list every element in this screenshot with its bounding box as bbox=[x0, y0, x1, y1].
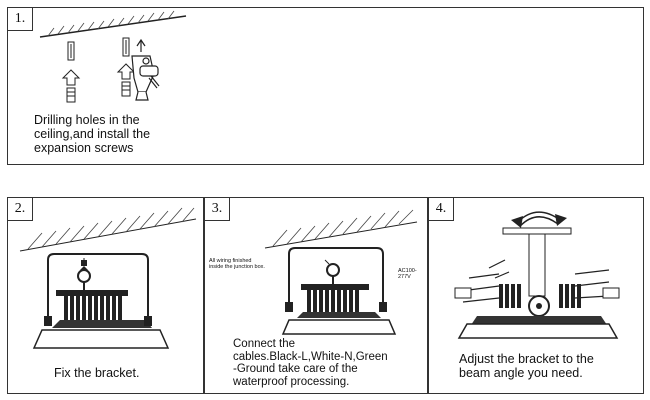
step-1-number: 1. bbox=[8, 8, 33, 31]
step-4-caption: Adjust the bracket to the beam angle you… bbox=[459, 352, 594, 380]
step-4-panel: 4. Adjust the bracket to the beam angle … bbox=[428, 197, 644, 394]
adjust-angle-illustration bbox=[454, 211, 620, 339]
step-2-number: 2. bbox=[8, 198, 33, 221]
wiring-illustration bbox=[264, 209, 418, 335]
step-3-number: 3. bbox=[205, 198, 230, 221]
step-2-caption: Fix the bracket. bbox=[54, 366, 140, 380]
step-3-caption: Connect the cables.Black-L,White-N,Green… bbox=[233, 338, 388, 388]
step-1-caption: Drilling holes in the ceiling,and instal… bbox=[34, 113, 151, 155]
step-2-panel: 2. Fix the bbox=[7, 197, 204, 394]
fix-bracket-illustration bbox=[19, 207, 197, 349]
step-4-number: 4. bbox=[429, 198, 454, 221]
drilling-illustration bbox=[39, 10, 187, 103]
voltage-note: AC100-277V bbox=[398, 268, 417, 280]
step-1-panel: 1. bbox=[7, 7, 644, 165]
wiring-note: All wiring finished inside the junction … bbox=[209, 258, 265, 270]
step-3-panel: 3. All wiring finished inside the juncti… bbox=[204, 197, 428, 394]
